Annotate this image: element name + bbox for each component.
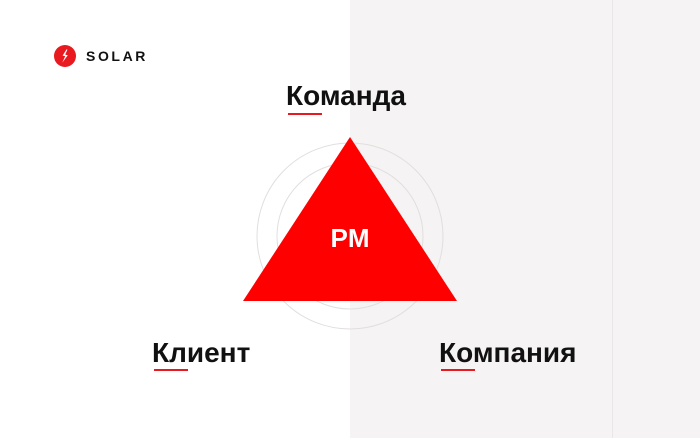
vertex-underline-company bbox=[441, 369, 475, 371]
brand-name: SOLAR bbox=[86, 48, 148, 64]
pm-triangle bbox=[243, 137, 457, 301]
solar-logo-icon bbox=[54, 45, 76, 67]
background-right-panel bbox=[350, 0, 700, 438]
vertex-label-client: Клиент bbox=[152, 337, 251, 368]
vertex-label-team: Команда bbox=[286, 80, 406, 111]
vertex-underline-client bbox=[154, 369, 188, 371]
brand-logo[interactable]: SOLAR bbox=[54, 45, 148, 67]
vertex-label-company: Компания bbox=[439, 337, 577, 368]
vertex-underline-team bbox=[288, 113, 322, 115]
background-divider bbox=[612, 0, 613, 438]
triangle-center-label: PM bbox=[331, 223, 370, 253]
